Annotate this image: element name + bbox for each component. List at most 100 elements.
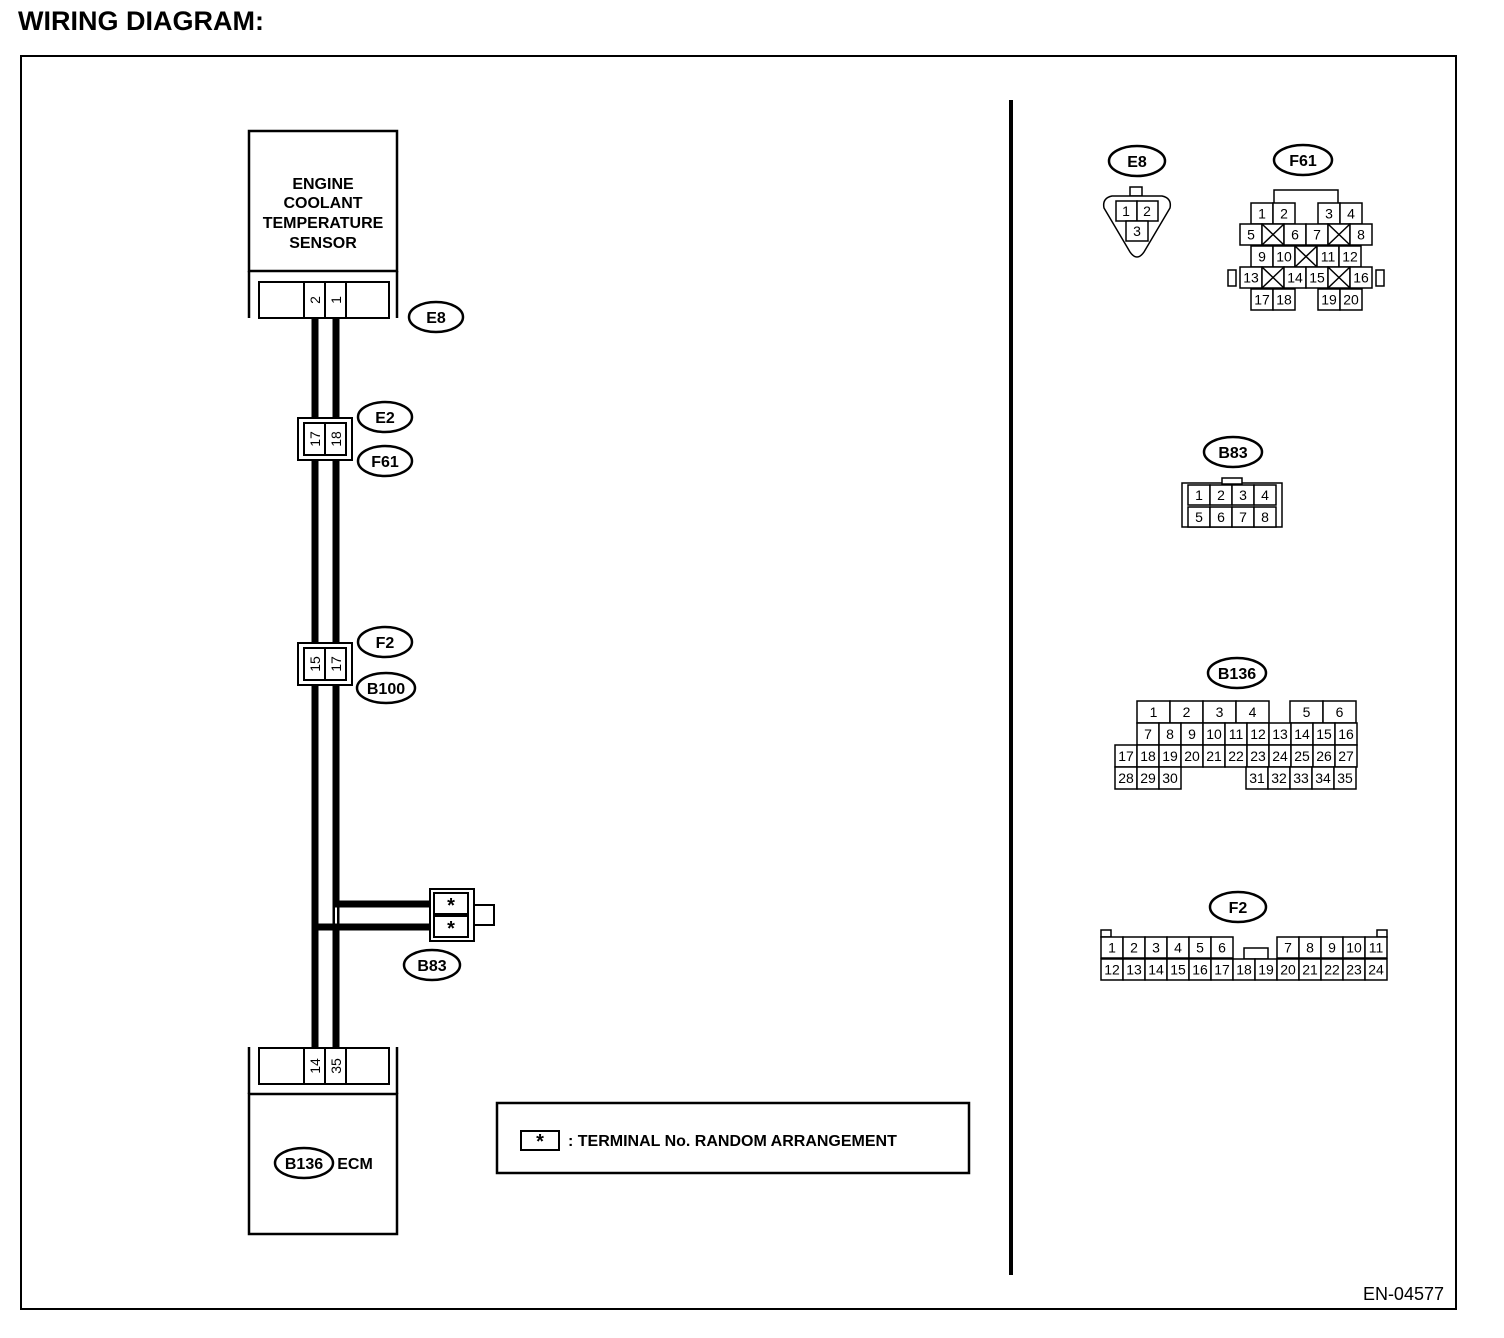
b136-pin-31: 31 bbox=[1249, 770, 1265, 786]
f2-pin-10: 10 bbox=[1346, 940, 1362, 956]
b136-pin-23: 23 bbox=[1250, 748, 1266, 764]
f2-pin-14: 14 bbox=[1148, 962, 1164, 978]
blank-cavity-mark bbox=[1327, 223, 1351, 246]
ecm-terminal-35: 35 bbox=[328, 1058, 344, 1074]
b136-pin-26: 26 bbox=[1316, 748, 1332, 764]
b83-terminal-star-2: * bbox=[447, 918, 455, 940]
b136-pin-9: 9 bbox=[1188, 726, 1196, 742]
joint-connector-e2-f61: 17 18 E2 F61 bbox=[297, 400, 414, 478]
b136-pin-1: 1 bbox=[1150, 704, 1158, 720]
f2-pin-2: 2 bbox=[1130, 940, 1138, 956]
diagram-frame bbox=[20, 55, 1457, 1310]
joint-b83-label: B83 bbox=[417, 958, 446, 975]
pin-cell bbox=[1253, 506, 1277, 528]
b136-pin-13: 13 bbox=[1272, 726, 1288, 742]
b136-pin-12: 12 bbox=[1250, 726, 1266, 742]
f61-pin-20: 20 bbox=[1343, 292, 1359, 308]
b83-pin-7: 7 bbox=[1239, 509, 1247, 525]
f2-pin-19: 19 bbox=[1258, 962, 1274, 978]
joint-e2-label: E2 bbox=[375, 410, 395, 427]
f2-pin-22: 22 bbox=[1324, 962, 1340, 978]
f2-pin-4: 4 bbox=[1174, 940, 1182, 956]
b136-pin-21: 21 bbox=[1206, 748, 1222, 764]
pin-cell bbox=[1349, 223, 1373, 246]
joint-connector-b83: * * B83 bbox=[402, 888, 495, 982]
view-b83-label: B83 bbox=[1218, 445, 1247, 462]
pin-cell bbox=[1364, 936, 1388, 959]
sensor-name-line-1: ENGINE bbox=[292, 176, 354, 193]
b136-pin-24: 24 bbox=[1272, 748, 1288, 764]
sensor-name-line-3: TEMPERATURE bbox=[263, 215, 384, 232]
joint-f2-terminal-15: 15 bbox=[307, 656, 323, 672]
f61-pin-3: 3 bbox=[1325, 206, 1333, 222]
sensor-name-line-2: COOLANT bbox=[283, 195, 362, 212]
pin-cell bbox=[1158, 766, 1182, 790]
view-f2-label: F2 bbox=[1229, 900, 1248, 917]
f61-pin-10: 10 bbox=[1276, 249, 1292, 265]
sensor-name-line-4: SENSOR bbox=[289, 235, 357, 252]
joint-f2-terminal-17: 17 bbox=[328, 656, 344, 672]
b83-pin-5: 5 bbox=[1195, 509, 1203, 525]
b136-pin-33: 33 bbox=[1293, 770, 1309, 786]
ecm-label: ECM bbox=[337, 1156, 373, 1173]
joint-b100-label: B100 bbox=[367, 681, 405, 698]
f2-pin-9: 9 bbox=[1328, 940, 1336, 956]
f61-pin-5: 5 bbox=[1247, 227, 1255, 243]
f2-pin-12: 12 bbox=[1104, 962, 1120, 978]
b83-pin-4: 4 bbox=[1261, 487, 1269, 503]
pin-cell bbox=[1210, 936, 1234, 959]
f2-pin-23: 23 bbox=[1346, 962, 1362, 978]
b136-pin-22: 22 bbox=[1228, 748, 1244, 764]
f61-pin-16: 16 bbox=[1353, 270, 1369, 286]
b83-pin-6: 6 bbox=[1217, 509, 1225, 525]
f2-pin-6: 6 bbox=[1218, 940, 1226, 956]
b83-pin-2: 2 bbox=[1217, 487, 1225, 503]
b136-pin-4: 4 bbox=[1249, 704, 1257, 720]
b136-pin-17: 17 bbox=[1118, 748, 1134, 764]
e8-pin-1: 1 bbox=[1122, 203, 1130, 219]
f2-pin-17: 17 bbox=[1214, 962, 1230, 978]
b136-pin-18: 18 bbox=[1140, 748, 1156, 764]
joint-e2-terminal-18: 18 bbox=[328, 431, 344, 447]
f61-pin-13: 13 bbox=[1243, 270, 1259, 286]
f2-pin-11: 11 bbox=[1369, 940, 1384, 956]
f2-pin-13: 13 bbox=[1126, 962, 1142, 978]
b136-pin-34: 34 bbox=[1315, 770, 1331, 786]
b136-pin-30: 30 bbox=[1162, 770, 1178, 786]
sensor-terminal-1: 1 bbox=[328, 296, 344, 304]
f61-pin-4: 4 bbox=[1347, 206, 1355, 222]
ecm-terminal-14: 14 bbox=[307, 1058, 323, 1074]
page-title: WIRING DIAGRAM: bbox=[18, 6, 264, 36]
f61-pin-18: 18 bbox=[1276, 292, 1292, 308]
b136-pin-2: 2 bbox=[1183, 704, 1191, 720]
blank-cavity-mark bbox=[1261, 223, 1285, 246]
pin-cell bbox=[1272, 288, 1296, 311]
f61-pin-12: 12 bbox=[1342, 249, 1358, 265]
pin-cell bbox=[1253, 484, 1277, 506]
b136-pin-8: 8 bbox=[1166, 726, 1174, 742]
joint-e2-terminal-17: 17 bbox=[307, 431, 323, 447]
f2-pin-3: 3 bbox=[1152, 940, 1160, 956]
b136-pin-16: 16 bbox=[1338, 726, 1354, 742]
b136-pin-20: 20 bbox=[1184, 748, 1200, 764]
b136-pin-15: 15 bbox=[1316, 726, 1332, 742]
f2-pin-7: 7 bbox=[1284, 940, 1292, 956]
blank-cavity-mark bbox=[1294, 245, 1318, 268]
e8-pin-3: 3 bbox=[1133, 223, 1141, 239]
b136-pin-25: 25 bbox=[1294, 748, 1310, 764]
f2-pin-8: 8 bbox=[1306, 940, 1314, 956]
pin-cell bbox=[1333, 766, 1357, 790]
sensor-terminal-2: 2 bbox=[307, 296, 323, 304]
b136-pin-14: 14 bbox=[1294, 726, 1310, 742]
view-e8-label: E8 bbox=[1127, 154, 1147, 171]
b136-pin-19: 19 bbox=[1162, 748, 1178, 764]
f61-pin-11: 11 bbox=[1321, 249, 1336, 265]
pin-cell bbox=[1339, 288, 1363, 311]
pin-cell bbox=[1364, 958, 1388, 981]
